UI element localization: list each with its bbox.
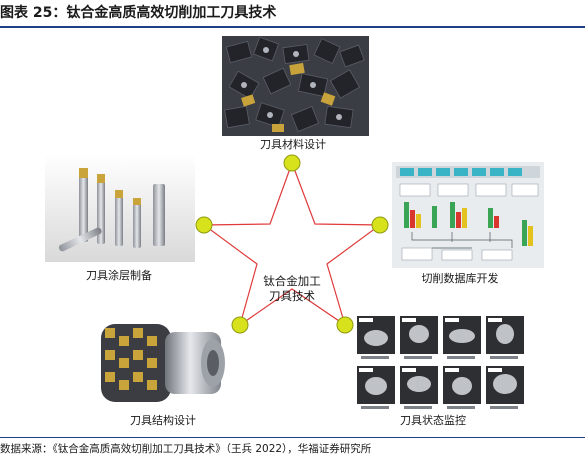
source-rule (0, 437, 585, 438)
center-label-line-2: 刀具技术 (269, 289, 315, 303)
node-label-structure: 刀具结构设计 (130, 414, 196, 427)
database-software-screenshot (392, 162, 544, 268)
center-label-line-1: 钛合金加工 (263, 274, 321, 288)
tool-condition-monitoring-images (355, 314, 527, 412)
star-diagram (195, 154, 389, 334)
center-label: 钛合金加工 刀具技术 (252, 274, 332, 304)
star-outline (202, 161, 382, 327)
cutting-inserts-photo (222, 36, 369, 136)
coated-drills-photo (45, 154, 195, 262)
node-label-database: 切削数据库开发 (421, 272, 499, 285)
figure-title: 图表 25：钛合金高质高效切削加工刀具技术 (0, 5, 277, 21)
node-label-coating: 刀具涂层制备 (86, 269, 152, 282)
node-label-design: 刀具材料设计 (260, 138, 326, 151)
node-dot-monitor (336, 316, 354, 334)
source-note: 数据来源：《钛合金高质高效切削加工刀具技术》（王兵 2022），华福证券研究所 (0, 443, 372, 455)
diagram: 钛合金加工 刀具技术 刀具材料设计 切削数据库开发 刀具状态监控 刀具结构设计 … (0, 28, 585, 437)
node-dot-structure (231, 316, 249, 334)
node-dot-database (371, 216, 389, 234)
node-dot-design (283, 154, 301, 172)
node-dot-coating (195, 216, 213, 234)
title-rule (0, 26, 585, 28)
node-label-monitor: 刀具状态监控 (400, 414, 466, 427)
milling-cutter-photo (95, 314, 232, 410)
